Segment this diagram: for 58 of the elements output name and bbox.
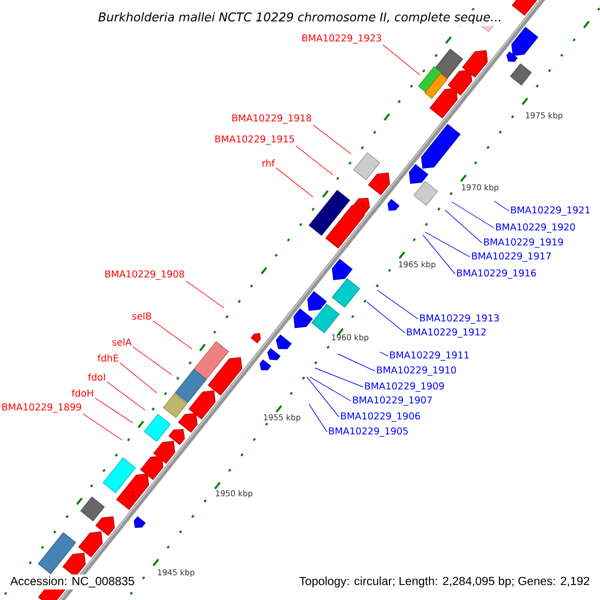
leader-line — [152, 320, 192, 350]
gene-label: BMA10229_1899 — [2, 403, 82, 413]
title: Burkholderia mallei NCTC 10229 chromosome II, complete seque... — [96, 10, 504, 26]
gene-label: BMA10229_1917 — [472, 252, 551, 262]
leader-line — [132, 346, 172, 376]
leader-line — [308, 404, 328, 432]
gene-label: BMA10229_1913 — [420, 314, 499, 324]
gene-label: BMA10229_1918 — [232, 114, 312, 124]
gene-label: BMA10229_1907 — [353, 396, 432, 406]
gene-label: BMA10229_1923 — [302, 34, 382, 44]
tick-label: 1945 kbp — [158, 569, 194, 577]
leader-line — [312, 124, 352, 154]
gene-label: BMA10229_1921 — [511, 206, 590, 216]
gene-label: rhf — [262, 159, 275, 167]
leader-line — [106, 382, 146, 410]
tick-label: 1965 kbp — [399, 261, 436, 269]
leader-line — [424, 232, 470, 258]
tick-label: 1970 kbp — [462, 184, 498, 192]
leader-line — [382, 44, 420, 76]
leader-line — [376, 290, 418, 320]
gene-label: BMA10229_1920 — [496, 223, 575, 233]
gene-label: fdoI — [88, 373, 105, 381]
leader-line — [380, 352, 388, 356]
map-info-text: Accession: NC_008835 — [8, 574, 137, 590]
leader-line — [452, 202, 494, 228]
leader-line — [296, 146, 334, 176]
tick-label: 1975 kbp — [526, 112, 562, 120]
gene-label: BMA10229_1908 — [105, 270, 184, 280]
leader-line — [82, 414, 122, 440]
gene-label: BMA10229_1906 — [341, 412, 420, 422]
gene-label: selB — [132, 312, 152, 320]
gene-label: fdhE — [98, 354, 118, 362]
leader-line — [186, 280, 224, 308]
tick-label: 1955 kbp — [264, 414, 300, 422]
tick-label: 1960 kbp — [332, 334, 368, 342]
leader-line — [338, 354, 376, 372]
gene-label: BMA10229_1912 — [407, 328, 486, 338]
map-info-text: Topology: circular; Length: 2,284,095 bp; Genes: 2,192 — [297, 574, 592, 590]
leader-line — [494, 200, 510, 212]
leader-line — [366, 302, 406, 334]
leader-line — [120, 362, 158, 394]
gene-label: BMA10229_1919 — [484, 238, 563, 248]
leader-line — [306, 376, 340, 418]
gene-label: BMA10229_1911 — [390, 351, 469, 361]
gene-label: BMA10229_1909 — [365, 382, 444, 392]
gene-label: fdoH — [72, 389, 93, 397]
gene-label: BMA10229_1916 — [457, 269, 536, 279]
gene-label: BMA10229_1915 — [215, 135, 294, 145]
tick-label: 1950 kbp — [216, 490, 252, 498]
leader-line — [276, 167, 314, 198]
leader-line — [444, 210, 482, 244]
gene-label: BMA10229_1910 — [377, 366, 456, 376]
leader-line — [422, 234, 456, 274]
gene-label: selA — [112, 338, 132, 346]
gene-label: BMA10229_1905 — [329, 427, 408, 437]
leader-line — [314, 368, 364, 388]
leader-line — [94, 398, 134, 424]
leader-line — [310, 376, 352, 402]
